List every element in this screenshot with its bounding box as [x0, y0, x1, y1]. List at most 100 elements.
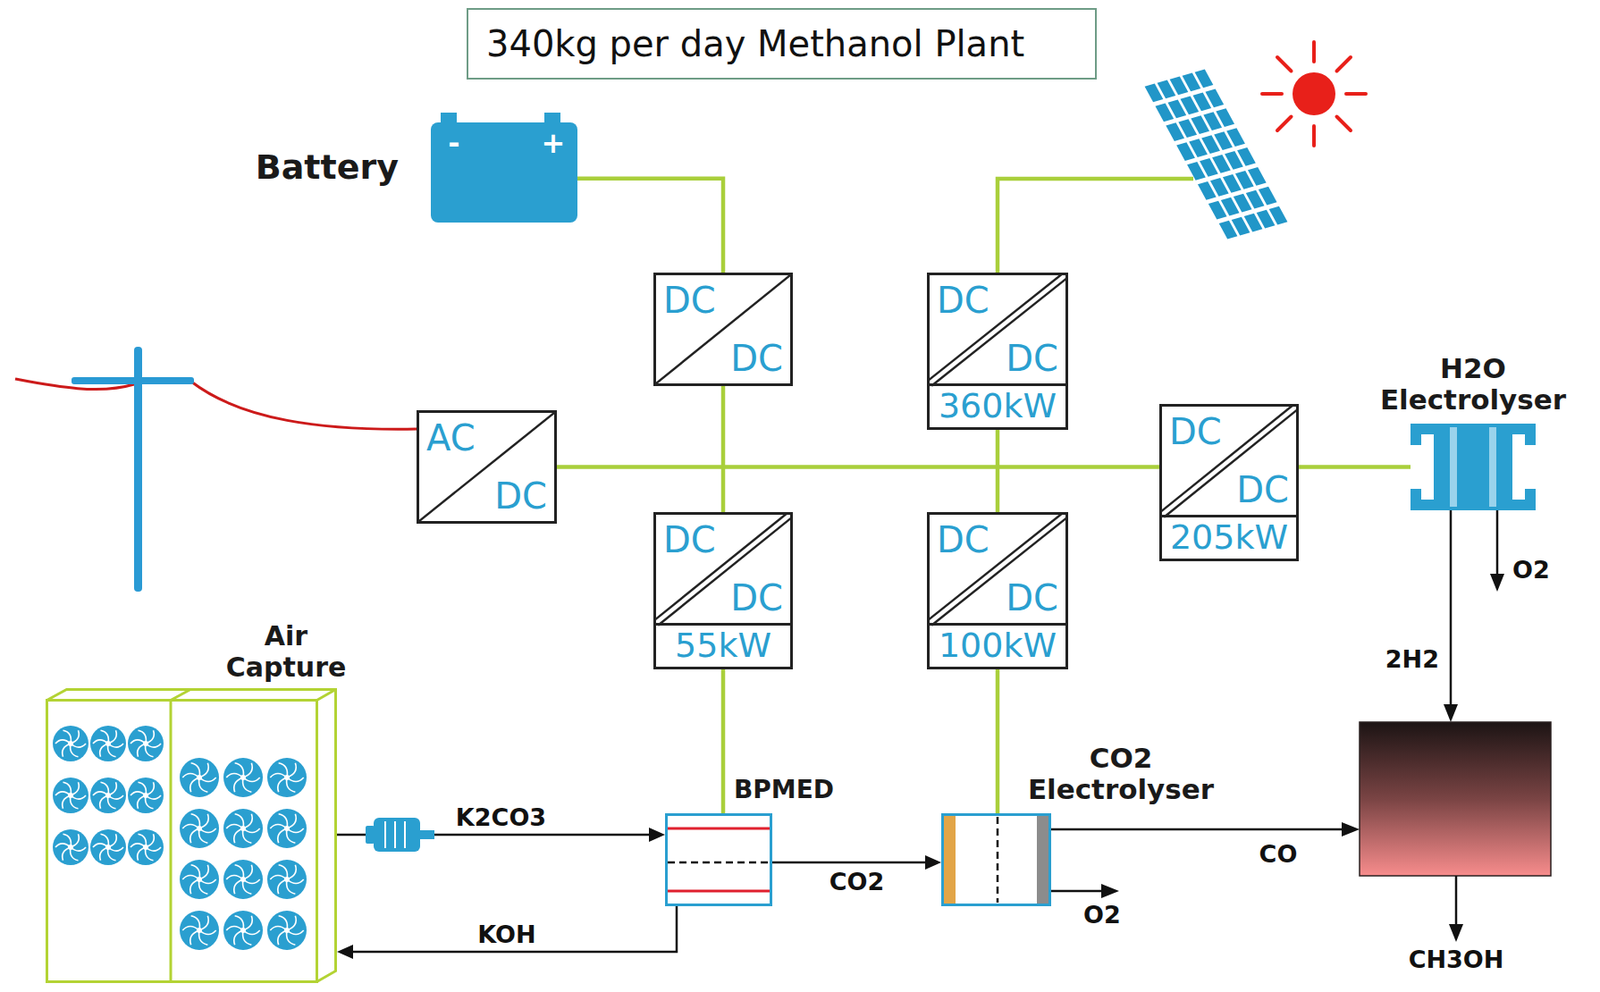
component-label: CO2 Electrolyser — [1006, 742, 1236, 807]
ac-dc-converter: AC DC — [416, 410, 557, 524]
dc-dc-converter: DC DC 360kW — [926, 272, 1069, 430]
stream-label: O2 — [1081, 901, 1123, 929]
bpmed-symbol — [665, 813, 773, 907]
component-label: BPMED — [733, 775, 834, 805]
battery-icon: Battery-+ — [430, 112, 578, 223]
dc-dc-converter: DC DC 55kW — [653, 512, 793, 670]
converter-label: DC — [663, 280, 716, 320]
component-label: Air Capture — [210, 621, 363, 683]
fan — [52, 829, 89, 866]
sun-rays — [1262, 42, 1366, 146]
wire-line — [721, 386, 726, 513]
converter-label: DC — [1005, 338, 1059, 379]
flow-arrows — [1051, 510, 1498, 928]
flow-label: K2CO3 — [454, 803, 548, 832]
power-rating: 360kW — [938, 388, 1057, 425]
wire-line — [577, 178, 724, 273]
converter-label: DC — [494, 476, 548, 516]
h2o-electrolyser: H2O Electrolyser — [1410, 423, 1536, 511]
fan — [267, 859, 307, 900]
solar-wire — [997, 178, 1194, 273]
fan — [223, 757, 263, 798]
power-rating: 55kW — [674, 628, 772, 665]
h2o-symbol — [1410, 423, 1536, 511]
solar-cell — [1269, 206, 1289, 226]
solar-cell — [1204, 88, 1224, 108]
methanol-reactor — [1359, 722, 1551, 876]
co2-electrolyser: CO2 Electrolyser — [941, 813, 1052, 907]
fan — [52, 725, 89, 762]
power-rating: 100kW — [938, 628, 1057, 665]
flow-label: KOH — [475, 920, 538, 949]
fan — [179, 808, 219, 849]
terminal-sign: - — [447, 128, 460, 158]
component-label: Battery — [255, 148, 399, 188]
fan — [223, 910, 263, 951]
flow-arrow — [336, 906, 677, 960]
fan — [127, 725, 164, 762]
fan — [127, 777, 164, 814]
stream-label: O2 — [1510, 555, 1552, 584]
converter-label: DC — [1236, 470, 1289, 510]
stream-label: 2H2 — [1383, 645, 1441, 674]
pole-crossbar — [71, 377, 194, 385]
converter-label: DC — [730, 578, 784, 618]
flow-label: CO2 — [827, 867, 887, 896]
power-rating: 205kW — [1170, 520, 1289, 556]
dc-dc-converter: DC DC 205kW — [1159, 404, 1299, 562]
fan — [179, 757, 219, 798]
fan — [223, 808, 263, 849]
power-wire — [723, 386, 725, 513]
flow-line — [772, 861, 927, 865]
converter-label: DC — [663, 520, 716, 560]
power-wire — [1298, 466, 1411, 468]
power-wire — [723, 669, 725, 814]
stream-label: CO — [1257, 840, 1300, 868]
wire-line — [995, 669, 1001, 814]
co2-symbol — [941, 813, 1052, 907]
wire-line — [1298, 464, 1411, 470]
fan — [267, 910, 307, 951]
dc-dc-converter: DC DC — [653, 272, 793, 387]
fan — [90, 777, 127, 814]
fan — [267, 808, 307, 849]
pump-motor — [365, 817, 435, 852]
wire-line — [556, 464, 1160, 470]
air-symbol — [45, 688, 337, 984]
grid-wire — [191, 381, 417, 430]
fan — [90, 725, 127, 762]
flow-line — [351, 906, 677, 952]
fan — [179, 910, 219, 951]
converter-label: DC — [936, 280, 990, 320]
air-capture-unit: Air Capture — [45, 688, 337, 984]
solar-cell — [1215, 108, 1235, 127]
stream-label: CH3OH — [1406, 945, 1507, 974]
converter-label: DC — [1005, 578, 1059, 618]
wire-line — [995, 429, 1001, 513]
solar-cell — [1237, 147, 1256, 167]
terminal-sign: + — [541, 128, 566, 158]
bpmed-stack: BPMED — [665, 813, 773, 907]
arrow-head — [648, 827, 666, 843]
arrow-heads — [1101, 573, 1505, 943]
power-wire — [997, 669, 999, 814]
solar-cell — [1195, 69, 1214, 89]
arrow-head — [336, 944, 354, 960]
solar-cell — [1226, 127, 1246, 147]
solar-panel — [1145, 69, 1289, 240]
fan — [127, 829, 164, 866]
power-wire — [577, 178, 724, 273]
component-label: H2O Electrolyser — [1358, 353, 1588, 417]
converter-label: DC — [730, 338, 784, 379]
power-wire — [556, 466, 1160, 468]
converter-label: AC — [426, 418, 476, 458]
solar-cell — [1258, 186, 1278, 206]
title-box: 340kg per day Methanol Plant — [466, 8, 1097, 80]
converter-label: DC — [936, 520, 990, 560]
solar-cell — [1247, 167, 1267, 186]
fan — [52, 777, 89, 814]
converter-label: DC — [1169, 412, 1222, 452]
fan — [223, 859, 263, 900]
fan — [179, 859, 219, 900]
